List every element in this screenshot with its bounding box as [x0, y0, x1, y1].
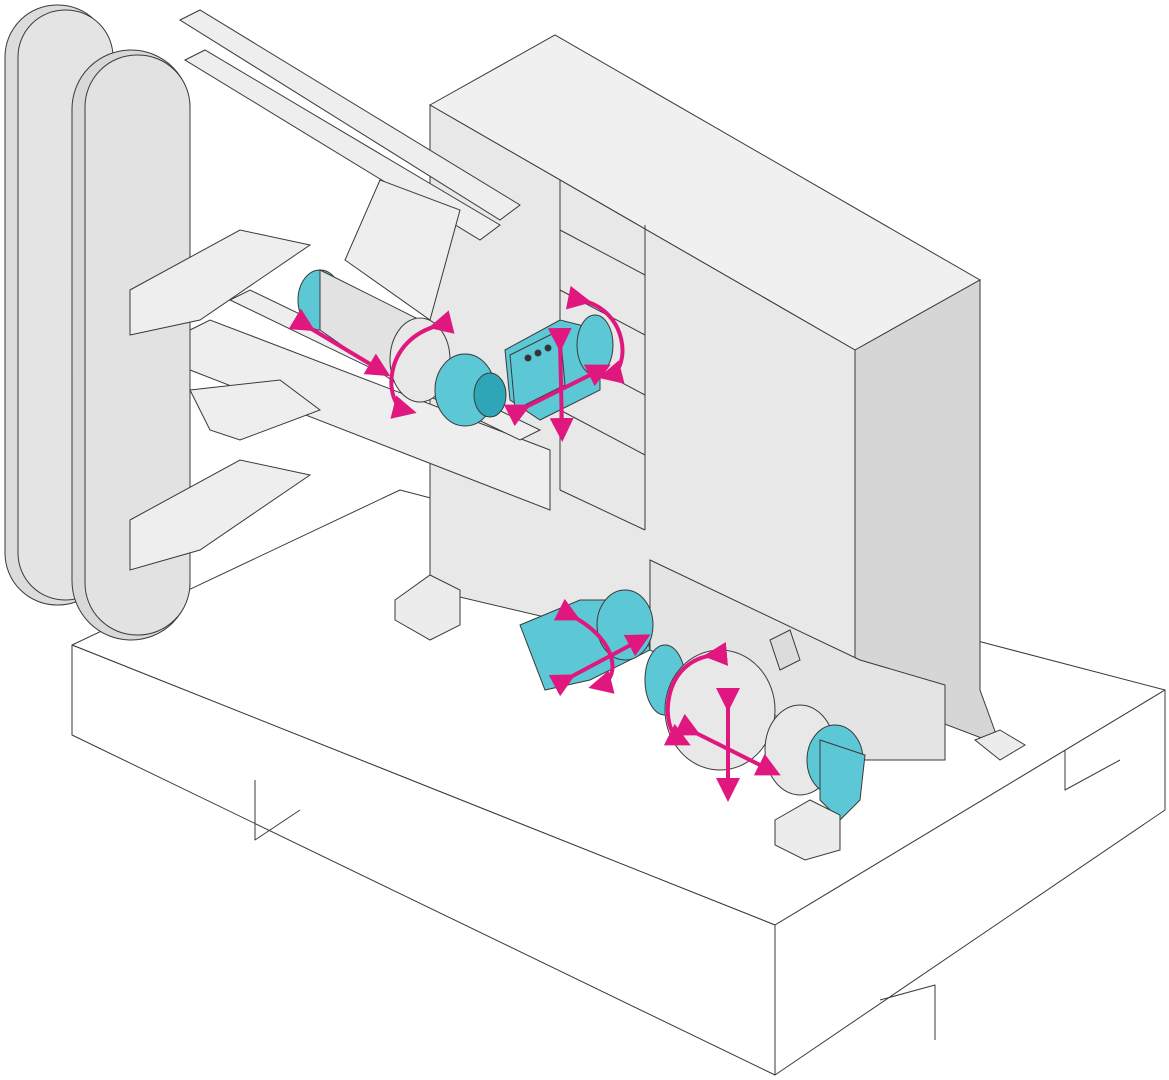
axis-arrow: [288, 308, 391, 377]
main-column: [394, 34, 1026, 761]
axis-arrow: [547, 327, 574, 442]
machine-base: [71, 489, 1166, 1076]
gripper-arms: [129, 229, 322, 571]
motion-arrows: [288, 285, 781, 802]
rotation-arrow: [389, 310, 455, 419]
rotation-arrow: [565, 285, 625, 384]
rotation-arrow: [553, 598, 615, 694]
tool-magazine-discs: [4, 4, 191, 641]
